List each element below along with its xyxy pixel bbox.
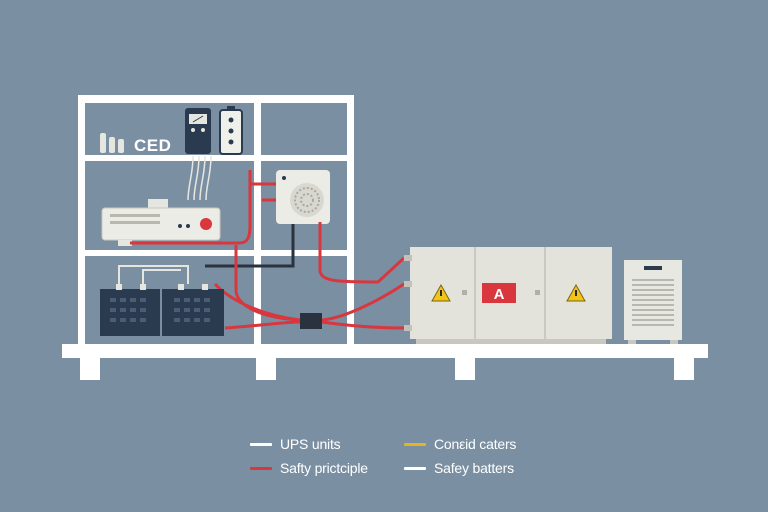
legend-item: Safty prictciple <box>250 460 368 476</box>
legend-label: Safey batters <box>434 460 514 476</box>
legend-label: Conεid caters <box>434 436 517 452</box>
battery-bank <box>100 284 224 336</box>
shelf-frame <box>78 95 354 345</box>
cable-junction <box>300 313 322 329</box>
cylinder-components <box>100 133 124 153</box>
red-cables <box>130 170 406 330</box>
legend-swatch <box>250 442 272 446</box>
legend-item: UPS units <box>250 436 341 452</box>
warning-icon <box>566 283 586 302</box>
base-platform <box>62 344 708 380</box>
cooling-unit <box>624 260 682 344</box>
battery-wires <box>118 265 189 284</box>
legend-swatch <box>404 442 426 446</box>
battery-pack-icon <box>219 106 243 155</box>
legend-item: Safey batters <box>404 460 514 476</box>
power-button-icon <box>200 218 212 230</box>
legend: UPS units Conεid caters Safty prictciple… <box>250 436 550 480</box>
legend-item: Conεid caters <box>404 436 516 452</box>
dark-cable <box>205 224 295 268</box>
legend-label: Safty prictciple <box>280 460 368 476</box>
ups-unit <box>101 199 221 246</box>
cabinet-label-plate <box>482 283 516 303</box>
cabinet-label: A <box>494 286 505 303</box>
signal-wires <box>187 155 212 201</box>
shelf-label: CED <box>134 136 172 155</box>
legend-swatch <box>404 466 426 470</box>
meter-device <box>185 108 211 154</box>
fan-unit <box>276 170 330 224</box>
legend-swatch <box>250 466 272 470</box>
legend-label: UPS units <box>280 436 341 452</box>
warning-icon <box>431 283 451 302</box>
